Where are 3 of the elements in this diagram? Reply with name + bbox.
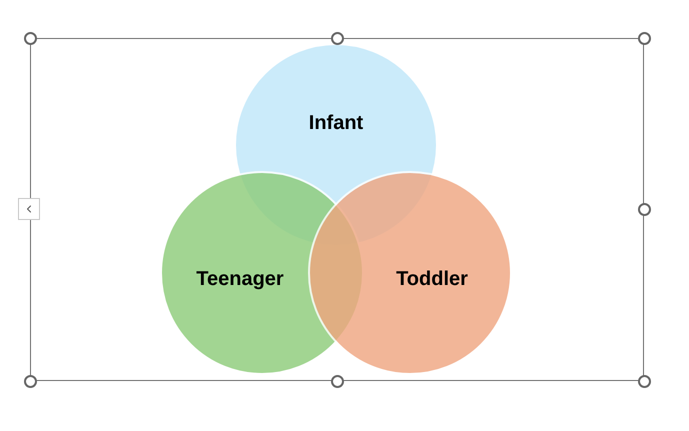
circle-label: Toddler [396,267,468,292]
circle-label: Teenager [196,267,284,292]
circle-label: Infant [308,111,364,136]
